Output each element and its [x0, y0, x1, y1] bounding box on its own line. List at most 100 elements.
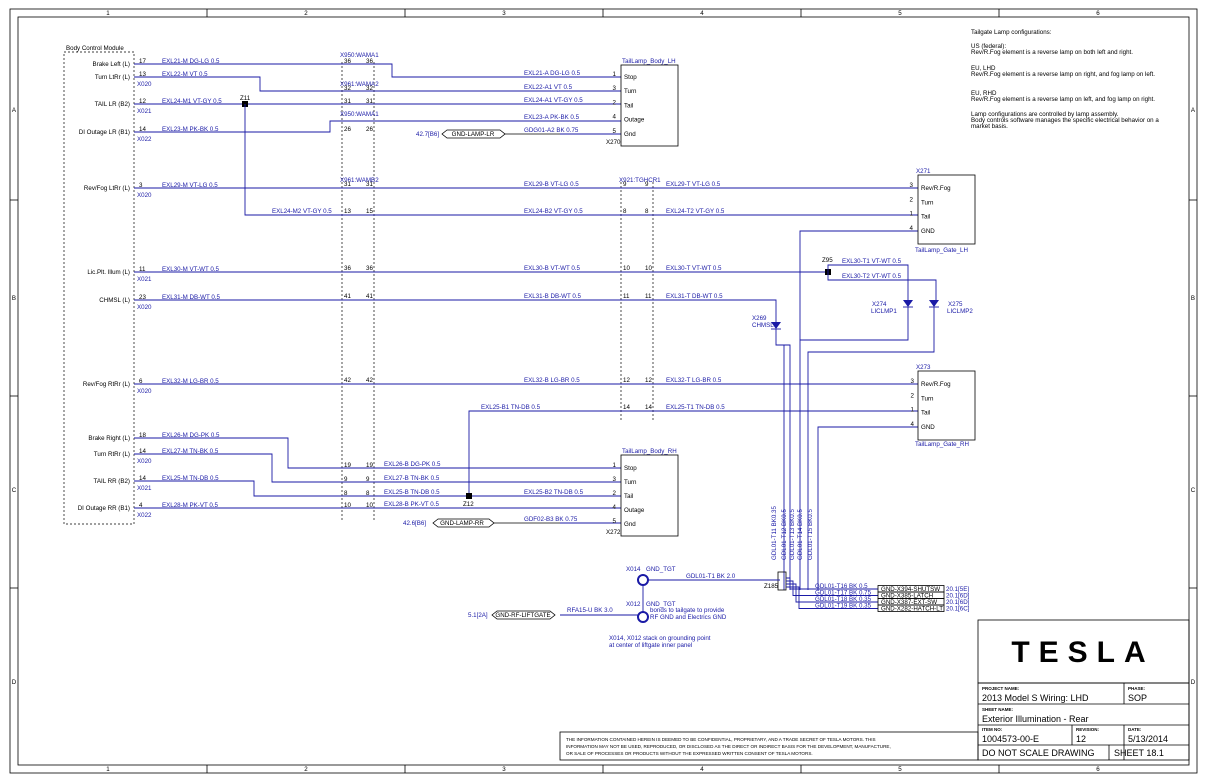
taillamp-body-lh-title: TailLamp_Body_LH [622, 58, 676, 65]
outer-frame [9, 8, 1198, 774]
bcm-pin-number: 14 [139, 448, 146, 455]
lamp-lh-pin-name: Stop [624, 74, 637, 81]
bcm-pin-label: TAIL LR (B2) [95, 101, 130, 108]
wire-label: EXL25-B2 TN-DB 0.5 [524, 489, 584, 496]
revision-value: 12 [1076, 734, 1086, 744]
lamp-rh-pin-num: 3 [613, 476, 617, 483]
vertical-wire-label: GDL01-T15 BK0.5 [807, 509, 814, 560]
inline-pin: 13 [344, 208, 351, 215]
inline-pin: 42 [366, 377, 373, 384]
inline-pin: 32 [344, 85, 351, 92]
title-block [977, 682, 1190, 761]
gate-rh-pin-num: 2 [911, 392, 915, 399]
taillamp-body-lh-box [620, 64, 679, 147]
gnd-ref: 42.7[B6] [416, 131, 439, 138]
inline-pin: 9 [623, 181, 627, 188]
gate-rh-conn: X273 [916, 364, 931, 371]
lamp-lh-pin-num: 2 [613, 99, 617, 106]
border-col-label: 4 [700, 766, 704, 773]
border-col-label: 1 [106, 10, 110, 17]
gnd-out-tag-label: GND-X394-SHUTSW [881, 586, 940, 593]
bcm-connector-id: X022 [137, 512, 152, 519]
border-col-label: 6 [1096, 766, 1100, 773]
gnd-lamp-rr-tag [432, 518, 495, 528]
wire-label: EXL27-M TN-BK 0.5 [162, 448, 219, 455]
bcm-connector-id: X021 [137, 485, 152, 492]
wire-label: EXL28-M PK-VT 0.5 [162, 502, 218, 509]
x961-label: X961:WAMA2 [340, 81, 379, 88]
ground-note: at center of liftgate inner panel [609, 642, 692, 649]
splice-z12 [466, 493, 472, 499]
splice-z185-box [777, 571, 787, 591]
gate-lh-pin-num: 1 [910, 211, 914, 218]
bcm-connector-id: X022 [137, 136, 152, 143]
inline-pin: 26 [344, 126, 351, 133]
lic1-name: LICLMP1 [871, 308, 897, 315]
gnd-out-tag-label: GND-X385-LATCH [881, 593, 933, 600]
wire-lic2 [827, 272, 937, 300]
ground-x014-label: X014 [626, 566, 641, 573]
ground-x012-icon [637, 611, 649, 623]
vertical-wire-label: GDL01-T11 BK0.35 [771, 506, 778, 560]
wire-label: EXL30-M VT-WT 0.5 [162, 266, 220, 273]
inline-pin: 26 [366, 126, 373, 133]
wire-label: EXL23-A PK-BK 0.5 [524, 114, 580, 121]
lic2-name: LICLMP2 [947, 308, 973, 315]
gnd-out-tag-label: GND-X282-HATCH-LT [881, 606, 943, 613]
gate-rh-pin-num: 3 [911, 378, 915, 385]
inline-pin: 32 [366, 85, 373, 92]
bcm-pin-number: 12 [139, 98, 146, 105]
wire-label: EXL24-B2 VT-GY 0.5 [524, 208, 583, 215]
project-label: PROJECT NAME: [982, 686, 1020, 691]
disclaimer-line: INFORMATION MAY NOT BE USED, REPRODUCED,… [566, 744, 891, 749]
disclaimer-line: THE INFORMATION CONTAINED HEREIN IS DEEM… [566, 737, 876, 742]
gnd-lamp-rr-label: GND-LAMP-RR [440, 520, 484, 527]
border-row-label: A [12, 107, 17, 114]
border-col-label: 3 [502, 10, 506, 17]
licplate-led2-icon [929, 300, 939, 307]
inline-pin: 36 [344, 58, 351, 65]
ground-note: RF GND and Electrics GND [650, 614, 727, 621]
wire-gnd-out [786, 580, 878, 596]
wire-label: EXL25-B1 TN-DB 0.5 [481, 404, 541, 411]
splice-label: Z11 [240, 95, 251, 102]
wire-label: EXL22-M VT 0.5 [162, 71, 208, 78]
inline-pin: 8 [623, 208, 627, 215]
inline-pin: 8 [344, 490, 348, 497]
ground-x012-label: X012 [626, 601, 641, 608]
border-row-label: C [12, 487, 17, 494]
gnd-out-ref: 20.1[6C] [946, 606, 970, 613]
bcm-pin-label: Rev/Fog RtRr (L) [83, 381, 130, 388]
lic1-conn: X274 [872, 301, 887, 308]
bcm-connector-id: X020 [137, 81, 152, 88]
ground-x014-icon [637, 574, 649, 586]
gnd-lamp-lr-label: GND-LAMP-LR [452, 131, 495, 138]
inline-pin: 8 [645, 208, 649, 215]
border-col-label: 4 [700, 10, 704, 17]
wire-label: EXL24-M1 VT-GY 0.5 [162, 98, 222, 105]
item-label: ITEM NO: [982, 727, 1003, 732]
wire-turn-right [134, 453, 621, 483]
wire-label: EXL21-A DG-LG 0.5 [524, 70, 581, 77]
config-note-line: Tailgate Lamp configurations: [971, 29, 1052, 36]
inline-pin: 10 [366, 502, 373, 509]
inline-pin: 36 [366, 265, 373, 272]
wire-label: EXL32-M LG-BR 0.5 [162, 378, 219, 385]
gnd-ref: 42.6[B6] [403, 520, 426, 527]
disclaimer-box [559, 731, 979, 761]
gate-lh-pin-name: Rev/R.Fog [921, 185, 951, 192]
gate-lh-pin-num: 2 [910, 196, 914, 203]
wire-label: EXL25-B TN-DB 0.5 [384, 489, 440, 496]
wire-label: GDL01-T17 BK 0.75 [815, 590, 872, 597]
border-col-label: 5 [898, 10, 902, 17]
wire-label: EXL31-T DB-WT 0.5 [666, 293, 723, 300]
inline-pin: 11 [623, 293, 630, 300]
bcm-pin-number: 14 [139, 475, 146, 482]
inline-pin: 19 [366, 462, 373, 469]
gate-rh-pin-name: Rev/R.Fog [921, 381, 951, 388]
wire-label: RFA15-U BK 3.0 [567, 607, 613, 614]
ground-note: bonds to tailgate to provide [650, 607, 725, 614]
wire-gate-rh-gnd [817, 426, 918, 590]
wire-label: EXL21-M DG-LG 0.5 [162, 58, 220, 65]
